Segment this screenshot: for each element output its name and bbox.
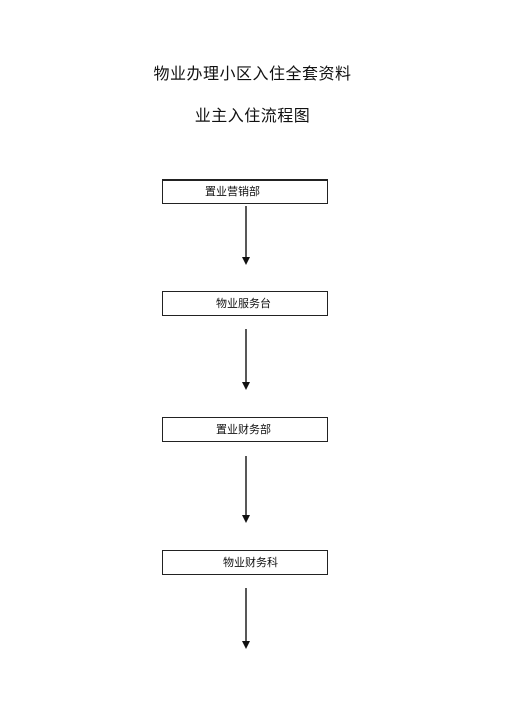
arrow-down-icon [242,329,250,390]
flow-step-finance-dept: 置业财务部 [162,417,328,442]
flow-step-label: 物业财务科 [223,556,278,569]
arrow-down-icon [242,206,250,265]
arrow-down-icon [242,588,250,649]
arrow-down-icon [242,456,250,523]
flow-arrow-down [239,588,253,650]
flow-arrow-down [239,456,253,524]
flow-step-finance-section: 物业财务科 [162,550,328,575]
flowchart-title: 业主入住流程图 [194,106,311,125]
document-title: 物业办理小区入住全套资料 [153,64,352,83]
flow-step-label: 置业营销部 [205,185,260,198]
flow-step-sales-dept: 置业营销部 [162,179,328,204]
flow-step-label: 物业服务台 [216,297,271,310]
flow-step-label: 置业财务部 [216,423,271,436]
flow-step-service-desk: 物业服务台 [162,291,328,316]
flow-arrow-down [239,206,253,266]
flow-arrow-down [239,329,253,391]
